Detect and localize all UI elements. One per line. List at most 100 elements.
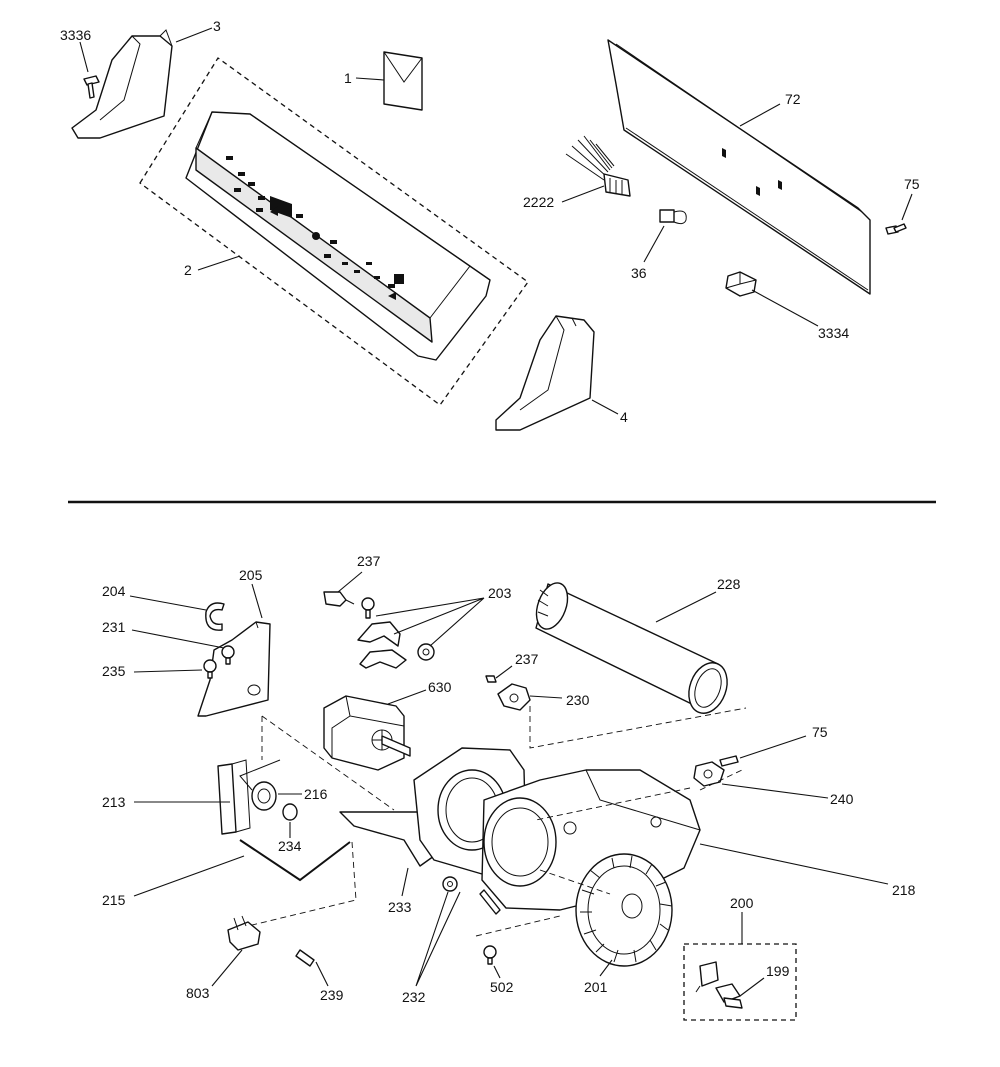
part-label-205: 205 (239, 567, 263, 583)
leader-205 (251, 583, 263, 619)
part-label-232: 232 (402, 989, 426, 1005)
connector-36 (659, 209, 687, 225)
part-label-803: 803 (186, 985, 210, 1001)
block-3334 (725, 271, 757, 297)
screw-239 (295, 949, 315, 967)
leader-2 (197, 255, 241, 271)
leader-233 (401, 867, 409, 897)
leader-230 (529, 695, 563, 699)
belt-rod-215 (239, 839, 351, 882)
part-label-239: 239 (320, 987, 344, 1003)
leader-232 (415, 891, 461, 987)
leader-502 (493, 965, 501, 979)
leader-240 (721, 783, 829, 799)
part-label-201: 201 (584, 979, 608, 995)
sensor-230 (497, 683, 531, 711)
leader-199 (739, 977, 765, 997)
part-label-237-upper: 237 (357, 553, 381, 569)
part-label-36: 36 (631, 265, 647, 281)
motor-clamp-203 (357, 597, 435, 669)
leader-239 (315, 961, 329, 987)
leader-237-lower (495, 665, 513, 679)
end-cap-left-3 (71, 29, 173, 139)
exhaust-duct-228 (535, 582, 728, 714)
console-group-outline (139, 57, 529, 406)
part-label-75-lower: 75 (812, 724, 828, 740)
part-label-502: 502 (490, 979, 514, 995)
part-label-3336: 3336 (60, 27, 91, 43)
assembly-guides (247, 706, 747, 937)
part-label-3: 3 (213, 18, 221, 34)
screw-75-lower (719, 755, 739, 767)
back-panel-72 (607, 39, 871, 295)
part-label-230: 230 (566, 692, 590, 708)
leader-215 (133, 855, 245, 897)
wire-harness-2222 (565, 135, 631, 197)
part-label-233: 233 (388, 899, 412, 915)
leader-4 (591, 399, 619, 415)
leader-72 (739, 103, 781, 127)
leader-231 (131, 629, 225, 649)
leader-235 (133, 669, 203, 673)
leader-803 (211, 949, 243, 987)
leader-204 (129, 595, 207, 611)
part-label-2222: 2222 (523, 194, 554, 210)
screw-235 (203, 659, 217, 679)
part-label-2: 2 (184, 262, 192, 278)
part-label-218: 218 (892, 882, 916, 898)
part-label-199: 199 (766, 963, 790, 979)
drive-motor-630 (323, 695, 411, 771)
leader-3 (175, 27, 213, 43)
part-label-231: 231 (102, 619, 126, 635)
switch-803 (227, 915, 261, 951)
screw-199 (715, 983, 743, 1009)
switch-bracket-213 (217, 759, 251, 835)
screw-75-top (885, 223, 907, 235)
leader-36 (643, 225, 665, 263)
leader-203 (375, 597, 485, 647)
end-cap-right-4 (495, 315, 595, 431)
part-label-216: 216 (304, 786, 328, 802)
leader-630 (387, 689, 427, 705)
clip-237-upper (323, 591, 355, 607)
part-label-203: 203 (488, 585, 512, 601)
clip-204 (205, 602, 225, 631)
bracket-200 (695, 961, 719, 993)
wheel-234 (282, 803, 298, 821)
part-label-630: 630 (428, 679, 452, 695)
part-label-234: 234 (278, 838, 302, 854)
bracket-group-outline (683, 943, 797, 1021)
screw-502 (483, 945, 497, 965)
part-label-72: 72 (785, 91, 801, 107)
leader-75-lower (739, 735, 807, 759)
part-label-4: 4 (620, 409, 628, 425)
part-label-213: 213 (102, 794, 126, 810)
part-label-3334: 3334 (818, 325, 849, 341)
screw-231 (221, 645, 235, 665)
leader-201 (599, 959, 613, 977)
leader-237-upper (337, 571, 363, 593)
part-label-215: 215 (102, 892, 126, 908)
leader-3334 (751, 289, 819, 327)
washer-232 (442, 876, 501, 915)
leader-228 (655, 591, 717, 623)
part-label-240: 240 (830, 791, 854, 807)
blower-wheel-201 (575, 853, 673, 967)
part-label-200: 200 (730, 895, 754, 911)
console-panel-2 (185, 111, 491, 361)
leader-218 (699, 843, 889, 885)
part-label-204: 204 (102, 583, 126, 599)
part-label-1: 1 (344, 70, 352, 86)
part-label-237-lower: 237 (515, 651, 539, 667)
leader-3336 (79, 41, 89, 73)
pulley-216 (239, 759, 281, 811)
screw-3336 (83, 75, 100, 99)
thermostat-240 (693, 761, 725, 787)
part-label-75-top: 75 (904, 176, 920, 192)
leader-2222 (561, 185, 605, 203)
envelope-1 (383, 51, 423, 111)
clip-237-lower (485, 675, 497, 683)
leader-1 (355, 77, 385, 81)
part-label-235: 235 (102, 663, 126, 679)
